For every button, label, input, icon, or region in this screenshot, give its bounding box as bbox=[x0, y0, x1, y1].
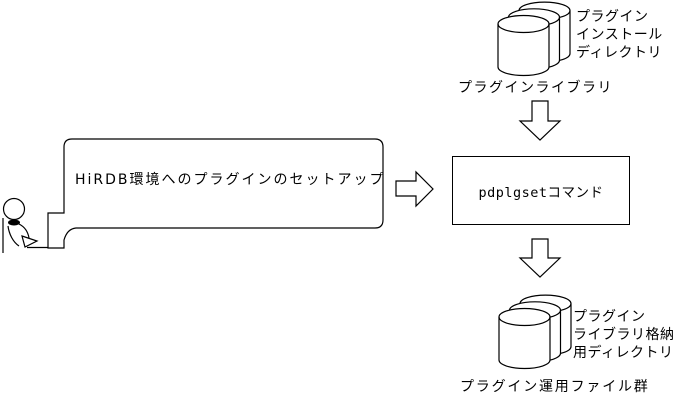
output-store-label-line-2: ライブラリ格納 bbox=[573, 327, 675, 343]
person-icon bbox=[3, 199, 48, 254]
output-store-label-line-1: プラグイン bbox=[573, 309, 646, 325]
input-store-label-line-2: インストール bbox=[576, 27, 663, 43]
input-store-caption: プラグインライブラリ bbox=[458, 80, 613, 96]
input-store-label-line-3: ディレクトリ bbox=[576, 45, 663, 61]
block-arrow-down-top-icon bbox=[520, 101, 560, 140]
output-store-caption: プラグイン運用ファイル群 bbox=[460, 379, 650, 395]
output-cylinder-stack-icon bbox=[499, 295, 571, 368]
command-box: pdplgsetコマンド bbox=[452, 156, 630, 225]
command-box-label: pdplgsetコマンド bbox=[478, 184, 604, 201]
output-store-label: プラグイン ライブラリ格納 用ディレクトリ bbox=[573, 308, 675, 362]
block-arrow-down-bottom-icon bbox=[520, 239, 560, 277]
output-store-label-line-3: 用ディレクトリ bbox=[573, 345, 674, 361]
input-store-label: プラグイン インストール ディレクトリ bbox=[576, 8, 663, 62]
speech-bubble bbox=[48, 139, 383, 248]
input-store-label-line-1: プラグイン bbox=[576, 9, 649, 25]
input-cylinder-stack-icon bbox=[498, 2, 570, 75]
speech-bubble-text: HiRDB環境へのプラグインのセットアップ bbox=[75, 172, 386, 188]
block-arrow-right-icon bbox=[396, 172, 433, 206]
